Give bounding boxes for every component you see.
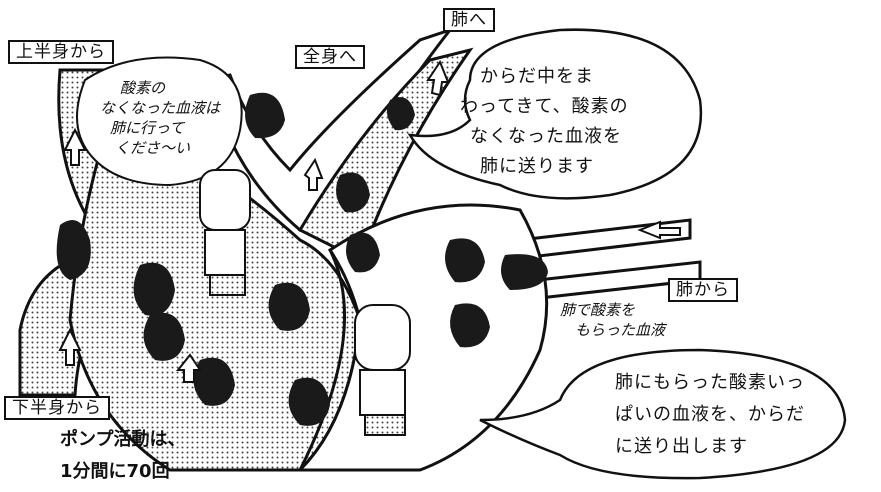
- character-upper: [199, 169, 251, 296]
- blood-cell: [450, 303, 490, 348]
- character-lower: [354, 304, 411, 436]
- septum: [298, 249, 347, 471]
- arrow-icon: [175, 353, 202, 383]
- blood-cell: [245, 92, 285, 139]
- handwritten-line-3: 肺に行って: [110, 119, 185, 137]
- blood-cells: [56, 92, 548, 426]
- blood-cell: [501, 254, 548, 290]
- arrow-icon: [63, 127, 87, 166]
- bubble-upper-line-2: わってきて、酸素の: [460, 96, 629, 117]
- bubble-lower-line-2: ぱいの血液を、からだ: [615, 404, 805, 425]
- handwritten-line-4: くださ〜い: [115, 139, 191, 157]
- bubble-upper-line-3: なくなった血液を: [470, 126, 622, 147]
- bubble-lower-line-1: 肺にもらった酸素いっ: [615, 372, 805, 393]
- blood-cell: [143, 312, 185, 361]
- handwritten-line-2: なくなった血液は: [100, 99, 221, 117]
- label-lungs-from: 肺から: [668, 278, 738, 302]
- blood-cell: [288, 377, 330, 426]
- label-whole-body-to: 全身へ: [295, 45, 365, 69]
- blood-cell: [268, 282, 310, 331]
- speech-bubble-handwritten: [76, 56, 243, 187]
- arrow-icon: [58, 327, 82, 366]
- arrow-icon: [637, 220, 681, 240]
- bubble-lower-line-3: に送り出します: [615, 436, 748, 457]
- flow-arrows: [58, 59, 681, 383]
- speech-bubble-upper: [407, 28, 703, 200]
- blood-cell: [336, 172, 370, 213]
- caption-line-2: 1分間に70回: [60, 461, 170, 482]
- speech-bubble-lower: [479, 348, 847, 480]
- label-lungs-to: 肺へ: [443, 8, 495, 32]
- arrow-icon: [303, 157, 324, 191]
- blood-cell: [133, 262, 175, 316]
- bubble-upper-line-1: からだ中をま: [480, 66, 594, 87]
- blood-cell: [56, 220, 91, 280]
- blood-cell: [445, 238, 485, 283]
- aorta: [208, 27, 455, 232]
- arrow-icon: [426, 59, 450, 97]
- handwritten-lung-line-1: 肺で酸素を: [560, 301, 636, 319]
- blood-cell: [386, 97, 415, 131]
- label-upper-body-from: 上半身から: [8, 40, 114, 64]
- bubble-upper-line-4: 肺に送ります: [480, 156, 594, 177]
- handwritten-lung-line-2: もらった血液: [575, 321, 666, 339]
- caption-line-1: ポンプ活動は、: [60, 429, 186, 450]
- blood-cell: [193, 357, 235, 406]
- handwritten-line-1: 酸素の: [120, 79, 166, 97]
- pulmonary-vein-upper: [518, 218, 692, 260]
- label-lower-body-from: 下半身から: [4, 396, 110, 420]
- blood-cell: [346, 232, 380, 273]
